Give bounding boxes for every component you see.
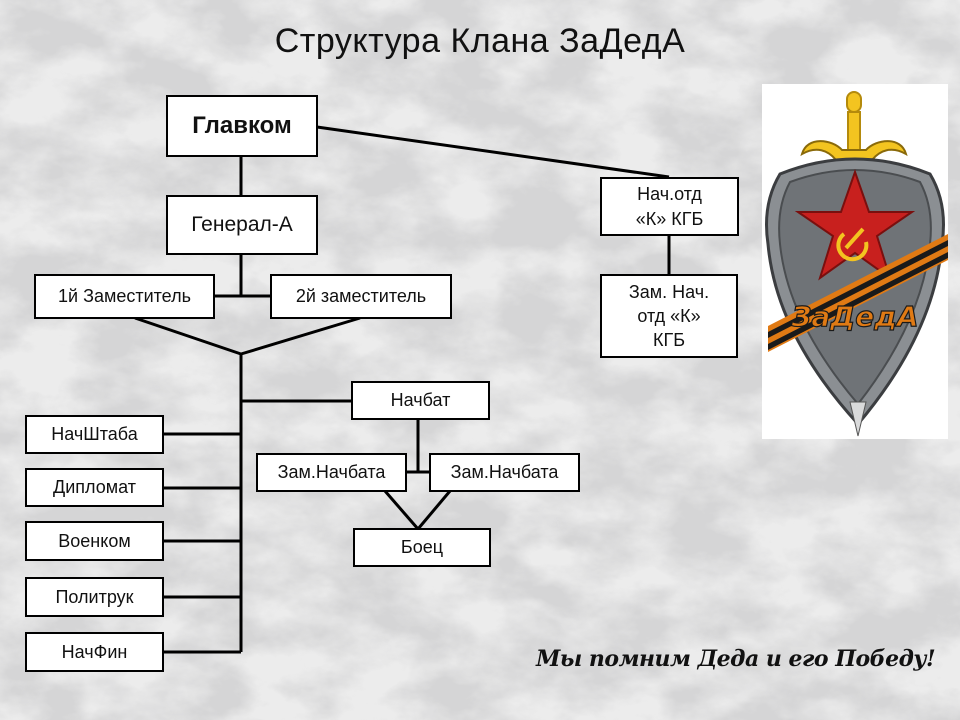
node-diplomat: Дипломат: [25, 468, 164, 507]
node-politruk: Политрук: [25, 577, 164, 617]
node-deputy-1: 1й Заместитель: [34, 274, 215, 319]
node-deputy-2: 2й заместитель: [270, 274, 452, 319]
node-voenkom: Военком: [25, 521, 164, 561]
node-nachshtaba: НачШтаба: [25, 415, 164, 454]
node-glavkom: Главком: [166, 95, 318, 157]
slogan: Мы помним Деда и его Победу!: [536, 646, 936, 672]
node-nachbat: Начбат: [351, 381, 490, 420]
page-title: Структура Клана ЗаДедА: [274, 22, 686, 60]
node-nachfin: НачФин: [25, 632, 164, 672]
node-general: Генерал-А: [166, 195, 318, 255]
node-zam-nachbata-right: Зам.Начбата: [429, 453, 580, 492]
node-kgb-deputy: Зам. Нач. отд «К» КГБ: [600, 274, 738, 358]
node-kgb-head: Нач.отд «К» КГБ: [600, 177, 739, 236]
node-boets: Боец: [353, 528, 491, 567]
svg-text:ЗаДедА: ЗаДедА: [791, 300, 919, 333]
emblem-panel: ЗаДедА: [762, 84, 948, 439]
node-zam-nachbata-left: Зам.Начбата: [256, 453, 407, 492]
clan-shield-logo: ЗаДедА: [765, 91, 948, 437]
